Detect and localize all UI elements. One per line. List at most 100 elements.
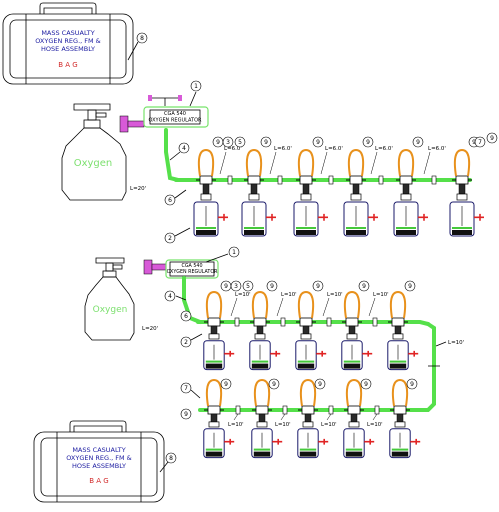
callout-loop-circle <box>314 378 326 390</box>
outlet-nipple <box>474 213 484 221</box>
bag-callout: 8 <box>169 455 173 462</box>
bottle-base <box>396 230 416 235</box>
cylinder-label: Oxygen <box>93 305 128 315</box>
coupler <box>227 175 233 185</box>
inlet-length-label-bottom: L=20' <box>142 326 158 332</box>
callout-elbow-bottom: 7 <box>180 382 201 399</box>
callout-loop-circle <box>312 280 324 292</box>
bottle-water-line <box>396 227 416 229</box>
callout-loop-circle <box>312 136 324 148</box>
outlet-nipple <box>318 213 328 221</box>
outlet-nipple <box>364 438 375 445</box>
bag-label-line-1: MASS CASUALTY <box>41 29 94 37</box>
callout-loop-number: 9 <box>364 381 368 388</box>
inlet-length-label-top: L=20' <box>130 186 146 192</box>
bottle-base <box>205 451 223 457</box>
tee-fitting <box>299 317 313 327</box>
callout-loop-number: 9 <box>416 139 420 146</box>
callout-hose-number: 4 <box>168 293 172 300</box>
bottle-base <box>345 451 363 457</box>
length-leader <box>276 297 284 317</box>
bottle-water-line <box>296 227 316 229</box>
callout-loop-circle <box>360 378 372 390</box>
flowmeter-knob <box>346 333 358 340</box>
segment-length-label: L=10' <box>228 422 244 428</box>
bottle-water-line <box>299 448 317 451</box>
length-leader <box>368 297 376 317</box>
regulator-model: CGA 540 <box>164 111 186 117</box>
length-leader <box>280 413 286 421</box>
callout-loop-number: 9 <box>316 139 320 146</box>
callout-connector-number: 3 <box>234 283 238 290</box>
equipment-bag-top: MASS CASUALTY OXYGEN REG., FM & HOSE ASS… <box>2 2 148 85</box>
oxygen-regulator-bottom: CGA 540 OXYGEN REGULATOR 1 <box>143 246 240 279</box>
return-length-label: L=10' <box>448 340 464 346</box>
outlet-nipple <box>218 213 228 221</box>
callout-loop-number: 9 <box>272 381 276 388</box>
oxygen-tubing-loop <box>453 148 471 177</box>
bottle-water-line <box>244 227 264 229</box>
flowmeter-knob <box>254 333 266 340</box>
length-leader <box>322 297 330 317</box>
callout-elbow-number: 7 <box>478 139 482 146</box>
coupler <box>280 317 286 327</box>
callout-connector-number: 3 <box>226 139 230 146</box>
segment-length-label: L=6.0' <box>224 146 242 152</box>
callout-manifold-end-bottom: 6 <box>180 310 192 322</box>
flowmeter-stem <box>304 413 312 423</box>
flowmeter-stem <box>396 413 404 423</box>
callout-loop-circle <box>412 136 424 148</box>
outlet-nipple <box>224 438 235 445</box>
flowmeter-stem <box>402 183 410 195</box>
bottle-base <box>343 363 361 369</box>
outlet-nipple <box>410 438 421 445</box>
tee-fitting <box>207 405 221 415</box>
bottle-water-line <box>391 448 409 451</box>
flowmeter-knob <box>348 421 360 428</box>
bottle-water-line <box>251 360 269 363</box>
bottle-water-line <box>452 227 472 229</box>
outlet-nipple <box>316 350 327 357</box>
callout-loop-number: 9 <box>216 139 220 146</box>
outlet-nipple <box>318 438 329 445</box>
oxygen-tubing-loop <box>197 148 215 177</box>
bag-label-line-1: MASS CASUALTY <box>72 446 125 454</box>
callout-loop-circle <box>220 378 232 390</box>
tee-fitting <box>345 317 359 327</box>
flowmeter-knob <box>456 193 468 201</box>
tee-fitting <box>399 175 413 185</box>
length-leader <box>320 151 328 175</box>
callout-hose-bottom: 4 <box>164 290 187 302</box>
regulator-callout: 1 <box>232 249 236 256</box>
segment-length-label: L=6.0' <box>428 146 446 152</box>
coupler <box>282 405 288 415</box>
cylinder-label: Oxygen <box>74 158 113 169</box>
flowmeter-stem <box>302 183 310 195</box>
tee-fitting <box>301 405 315 415</box>
coupler <box>374 405 380 415</box>
bottle-water-line <box>196 227 216 229</box>
tee-fitting <box>255 405 269 415</box>
coupler <box>372 317 378 327</box>
bottle-base <box>452 230 472 235</box>
callout-loop-circle <box>260 136 272 148</box>
tee-fitting <box>199 175 213 185</box>
flowmeter-stem <box>210 325 218 335</box>
flowmeter-knob <box>350 193 362 201</box>
callout-flowmeter-bottom: 2 <box>180 333 203 348</box>
bag-label-line-3: HOSE ASSEMBLY <box>41 45 95 53</box>
callout-loop-circle <box>362 136 374 148</box>
flowmeter-stem <box>250 183 258 195</box>
segment-length-label: L=6.0' <box>274 146 292 152</box>
segment-length-label: L=10' <box>367 422 383 428</box>
outlet-nipple <box>368 213 378 221</box>
segment-length-label: L=6.0' <box>375 146 393 152</box>
tee-fitting <box>207 317 221 327</box>
callout-loop-number: 9 <box>316 283 320 290</box>
callout-loop-circle <box>404 280 416 292</box>
flowmeter-stem <box>202 183 210 195</box>
callout-loop-number: 9 <box>184 411 188 418</box>
callout-loop-number: 9 <box>318 381 322 388</box>
coupler <box>431 175 437 185</box>
